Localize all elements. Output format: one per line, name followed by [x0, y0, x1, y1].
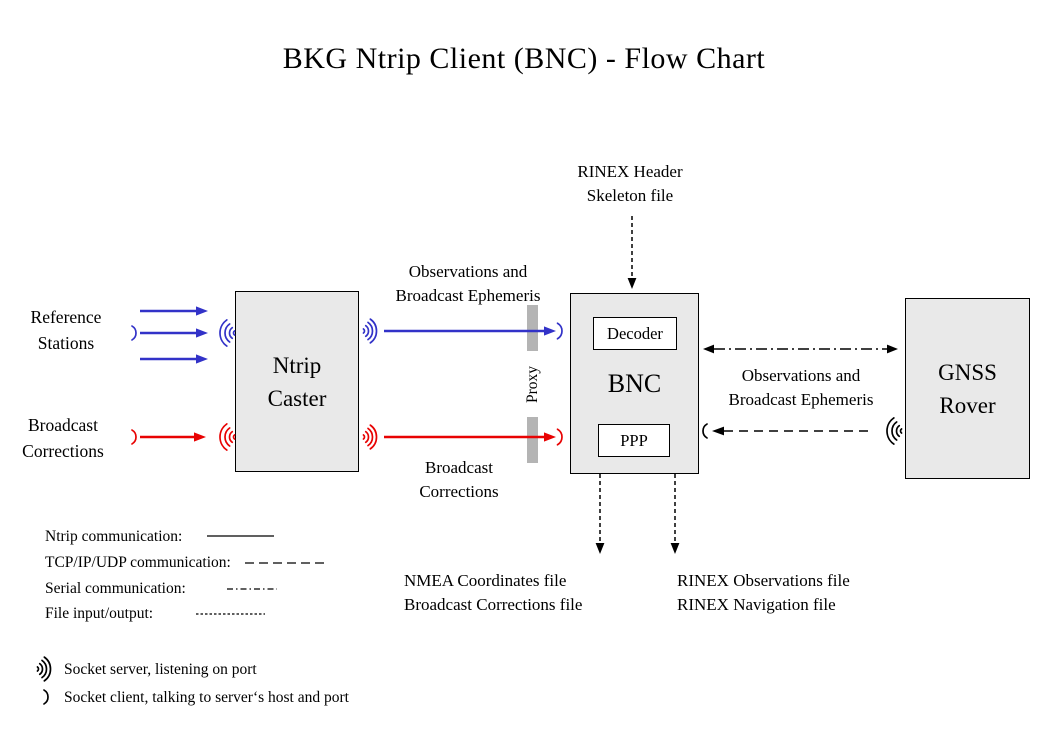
outputs-left-label: NMEA Coordinates file Broadcast Correcti…	[404, 571, 583, 614]
broadcast-corrections-mid-label: Broadcast Corrections	[419, 458, 499, 501]
node-decoder: Decoder	[593, 317, 677, 350]
proxy-label: Proxy	[524, 365, 541, 403]
socket-client-icon-legend	[43, 689, 49, 705]
legend-fileio-label: File input/output:	[45, 605, 154, 622]
blue-arrow-bottom-head	[196, 354, 208, 364]
blue-arrow-top-head	[196, 306, 208, 316]
node-ppp-label: PPP	[620, 430, 648, 450]
node-gnss-rover-label: GNSS Rover	[938, 359, 997, 418]
socket-client-icon-bnc-right	[702, 423, 708, 439]
broadcast-corrections-left-label: Broadcast Corrections	[22, 415, 104, 461]
blue-arrow-mid-head	[196, 328, 208, 338]
socket-server-icon-caster-out-red	[362, 424, 378, 450]
socket-server-icon-caster-out-blue	[362, 318, 378, 344]
ntrip-arrows-reference-to-caster	[140, 306, 208, 364]
ntrip-arrow-corrections-to-caster	[140, 432, 206, 442]
dashdot-arrow-right-head	[887, 344, 898, 354]
dashed-arrow-rover-to-bnc-head	[712, 426, 724, 436]
proxy-bar-top	[527, 305, 538, 351]
dashed-arrow-output-right-head	[670, 543, 680, 554]
socket-server-icon-rover	[886, 417, 903, 445]
proxy-bar-bottom	[527, 417, 538, 463]
node-ppp: PPP	[598, 424, 670, 457]
rinex-header-skeleton-label: RINEX Header Skeleton file	[577, 162, 683, 205]
socket-client-icon-reference	[131, 325, 137, 341]
socket-client-icon-bnc-red	[556, 428, 563, 446]
dashdot-arrow-left-head	[703, 344, 714, 354]
socket-server-icon-caster-in-red	[219, 423, 236, 451]
red-arrow-caster-to-bnc-head	[544, 432, 556, 442]
legend-socket-server-label: Socket server, listening on port	[64, 661, 257, 678]
legend-tcpip-label: TCP/IP/UDP communication:	[45, 554, 231, 571]
legend-serial-label: Serial communication:	[45, 580, 186, 597]
socket-server-icon-caster-in-blue	[219, 319, 236, 347]
legend-socket-client-label: Socket client, talking to server‘s host …	[64, 689, 349, 706]
socket-client-icon-bnc-blue	[556, 322, 563, 340]
node-bnc-label: BNC	[607, 368, 662, 398]
node-gnss-rover: GNSS Rover	[905, 298, 1030, 479]
socket-server-icon-legend	[36, 656, 52, 682]
page-title: BKG Ntrip Client (BNC) - Flow Chart	[282, 42, 766, 75]
red-arrow-left-head	[194, 432, 206, 442]
legend-ntrip-label: Ntrip communication:	[45, 528, 183, 545]
reference-stations-label: Reference Stations	[30, 307, 102, 353]
dashed-arrow-output-left-head	[595, 543, 605, 554]
socket-client-icon-corrections	[131, 429, 137, 445]
node-decoder-label: Decoder	[607, 323, 663, 343]
outputs-right-label: RINEX Observations file RINEX Navigation…	[677, 571, 850, 614]
node-ntrip-caster: Ntrip Caster	[235, 291, 359, 472]
dashed-arrow-rinex-header-head	[627, 278, 637, 289]
observations-ephemeris-top-label: Observations and Broadcast Ephemeris	[395, 262, 541, 305]
node-ntrip-caster-label: Ntrip Caster	[267, 352, 327, 411]
blue-arrow-caster-to-bnc-head	[544, 326, 556, 336]
observations-ephemeris-right-label: Observations and Broadcast Ephemeris	[728, 366, 874, 409]
